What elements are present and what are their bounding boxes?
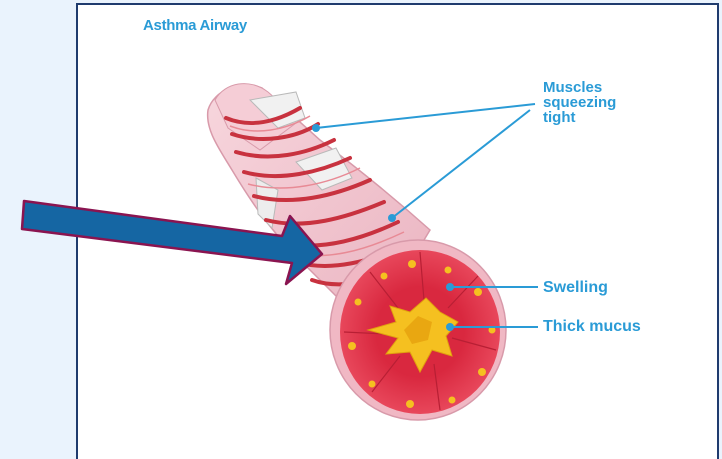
muscles-label: Muscles squeezing tight	[543, 80, 616, 125]
diagram-title: Asthma Airway	[143, 17, 247, 34]
thick-mucus-label: Thick mucus	[543, 318, 641, 336]
muscles-leader-line-1	[316, 104, 535, 128]
muscles-leader-line-2	[392, 110, 530, 218]
muscles-label-line: Muscles	[543, 80, 616, 95]
muscles-label-line: tight	[543, 110, 616, 125]
muscles-label-line: squeezing	[543, 95, 616, 110]
swelling-label: Swelling	[543, 279, 608, 297]
